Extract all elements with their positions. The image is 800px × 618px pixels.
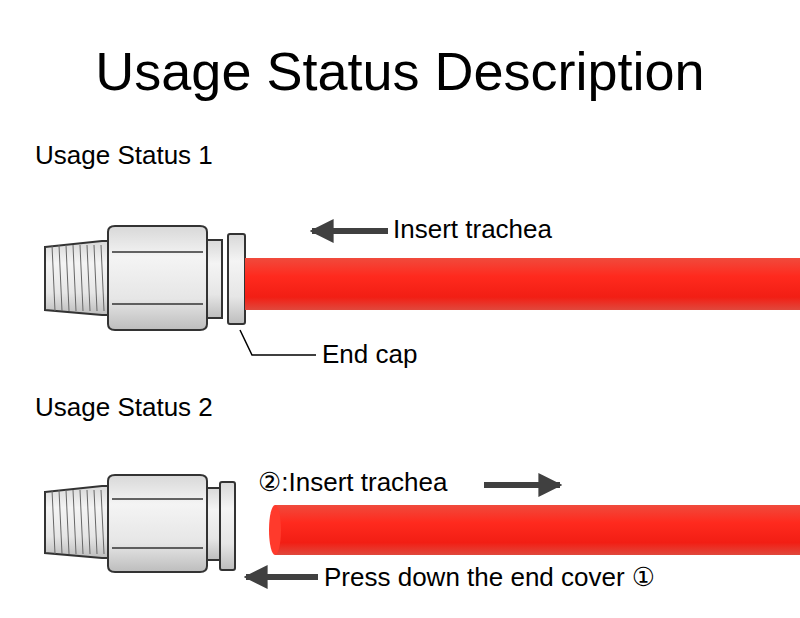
part-label: Insert trachea xyxy=(393,215,552,245)
thread-line xyxy=(101,490,104,554)
thread-line xyxy=(80,245,83,311)
direction-arrow xyxy=(484,482,560,488)
direction-arrow xyxy=(246,574,318,580)
thread-line xyxy=(80,490,83,554)
thread-line xyxy=(87,490,90,554)
thread-line xyxy=(59,245,62,311)
thread-line xyxy=(59,490,62,554)
thread-line xyxy=(94,490,97,554)
leader-line xyxy=(240,330,316,355)
step-label: Press down the end cover ① xyxy=(324,563,655,593)
thread-line xyxy=(73,245,76,311)
step-label: ②:Insert trachea xyxy=(258,468,448,498)
red-tube xyxy=(245,258,800,310)
thread-line xyxy=(52,490,55,554)
thread-line xyxy=(66,245,69,311)
thread-line xyxy=(73,490,76,554)
thread-line xyxy=(94,245,97,311)
part-label: End cap xyxy=(322,340,417,370)
direction-arrow xyxy=(312,228,388,234)
push-in-fitting xyxy=(45,475,235,572)
section-heading: Usage Status 2 xyxy=(35,393,213,423)
title: Usage Status Description xyxy=(95,40,704,102)
section-heading: Usage Status 1 xyxy=(35,141,213,171)
tube-end xyxy=(269,505,281,555)
thread-line xyxy=(52,245,55,311)
thread-line xyxy=(101,245,104,311)
thread-line xyxy=(87,245,90,311)
red-tube xyxy=(275,505,800,555)
push-in-fitting xyxy=(45,226,245,330)
thread-line xyxy=(66,490,69,554)
